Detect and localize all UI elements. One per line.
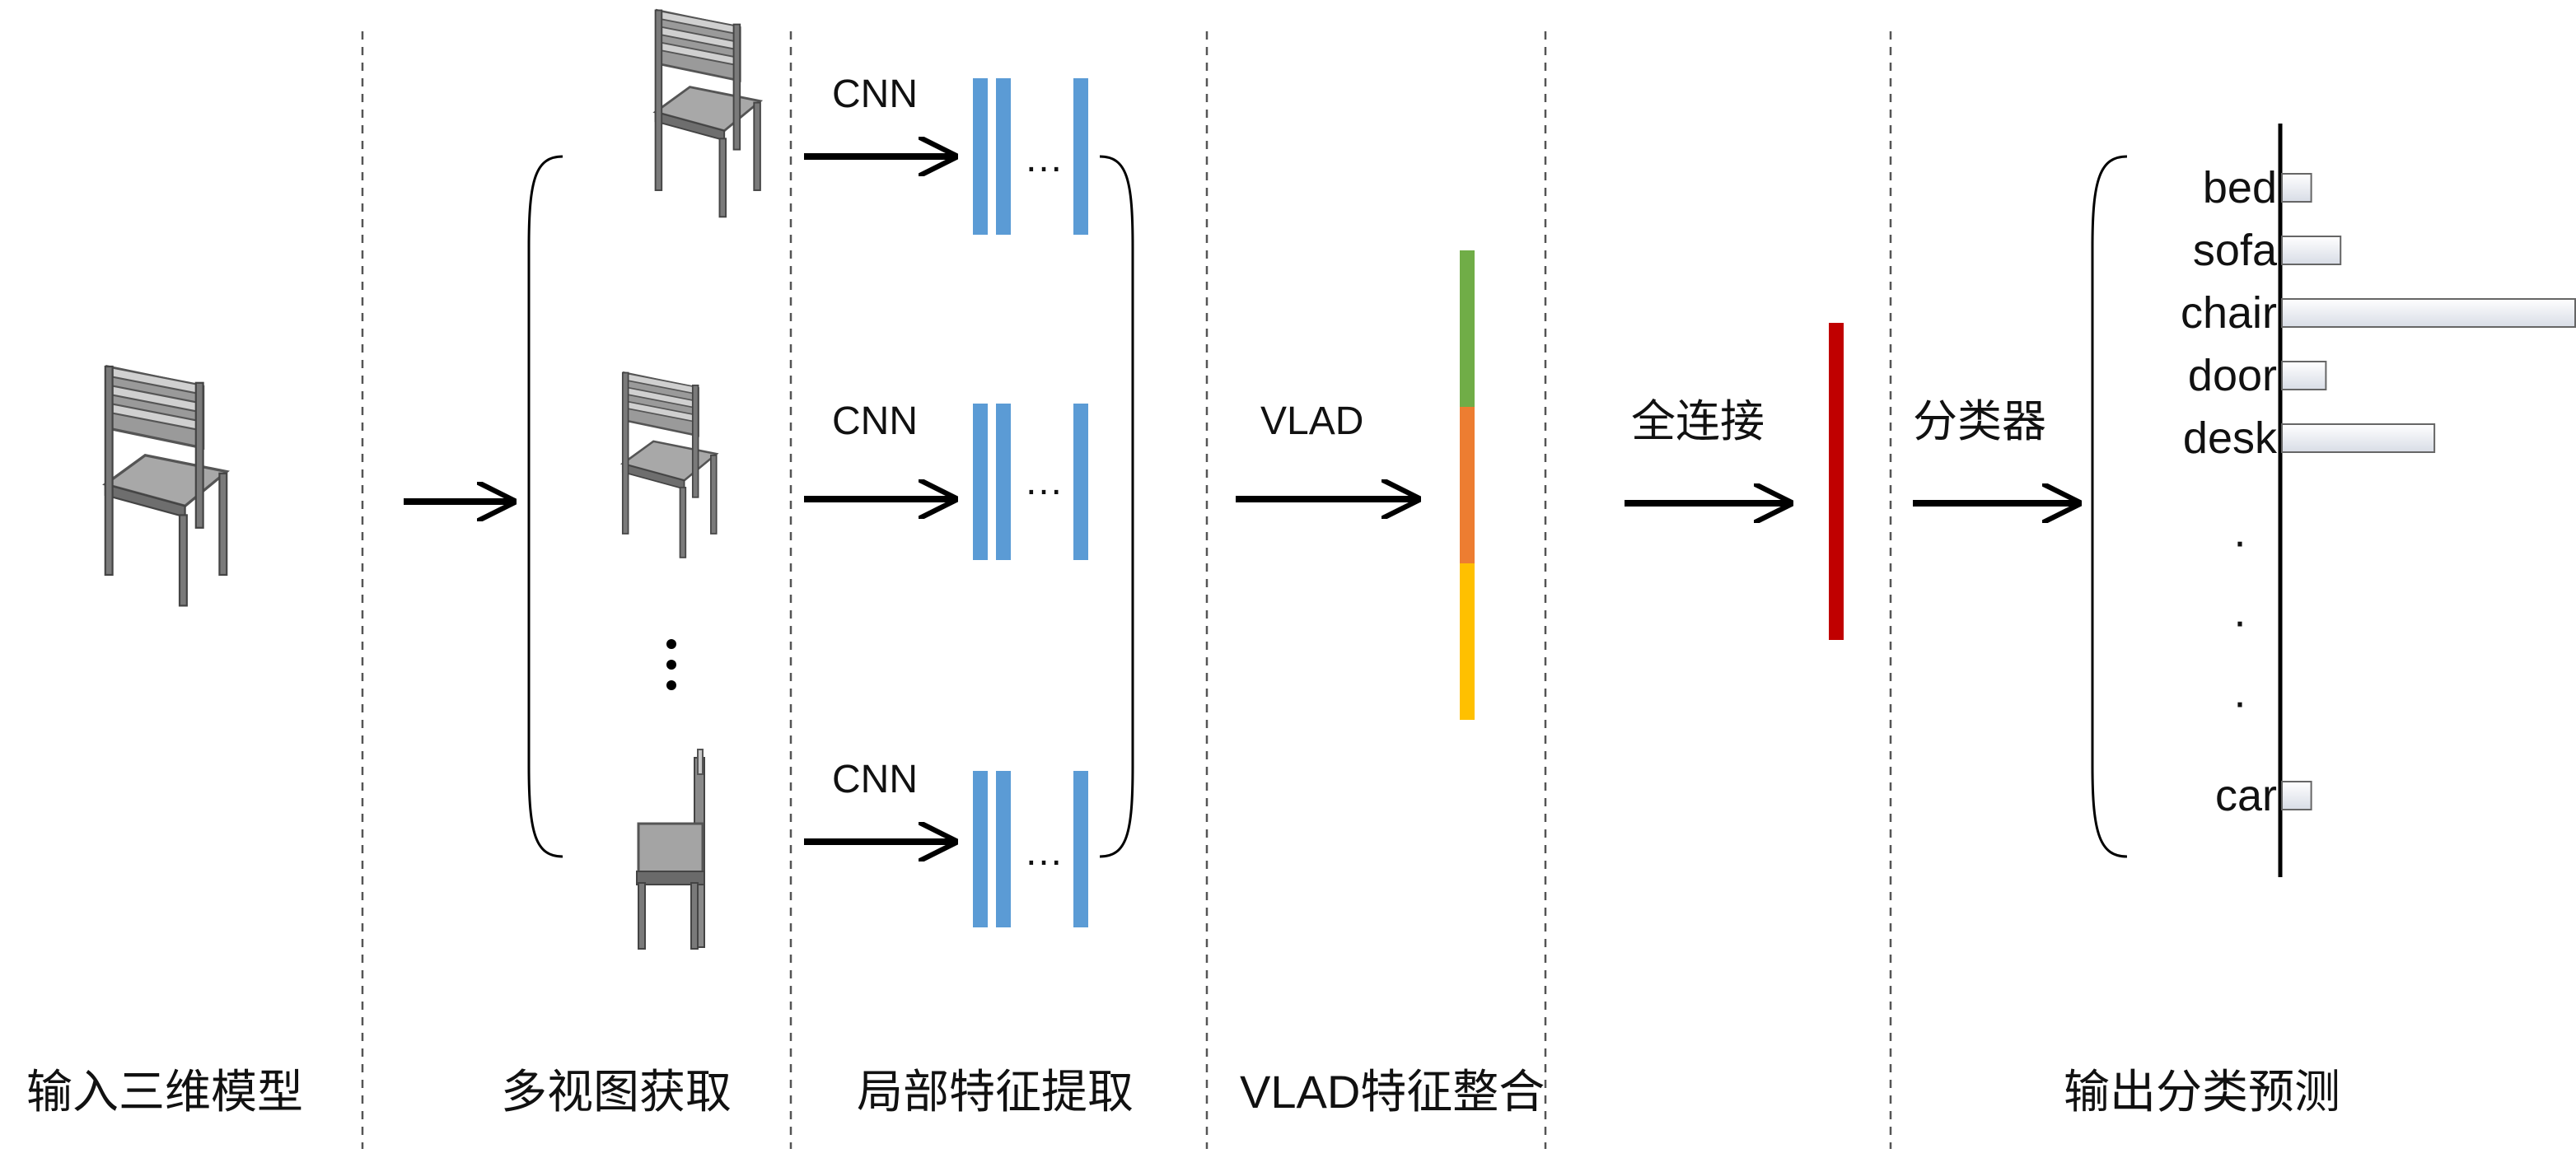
stage-dividers bbox=[361, 31, 1892, 1149]
classification-chart: · · · bed sofa chair door desk car bbox=[2181, 124, 2576, 877]
features-right-brace bbox=[1099, 155, 1134, 858]
view-chair-1 bbox=[654, 9, 762, 218]
cnn-label-3: CNN bbox=[832, 758, 918, 801]
class-label-desk: desk bbox=[2183, 413, 2278, 463]
class-bar-chair bbox=[2281, 298, 2576, 328]
input-chair-model bbox=[104, 365, 228, 608]
class-label-door: door bbox=[2188, 351, 2277, 400]
rendered-views bbox=[621, 9, 762, 950]
view-chair-2 bbox=[621, 371, 718, 559]
class-label-chair: chair bbox=[2181, 288, 2277, 338]
vlad-label: VLAD bbox=[1260, 399, 1363, 443]
feature-map-group-1: … bbox=[973, 78, 1088, 235]
stage-label-input: 输入三维模型 bbox=[26, 1066, 303, 1118]
feature-map-bar bbox=[1073, 404, 1088, 560]
class-bar-door bbox=[2281, 361, 2327, 390]
vlad-segment-yellow bbox=[1460, 563, 1475, 720]
view-chair-3 bbox=[635, 748, 706, 950]
views-vertical-ellipsis bbox=[666, 639, 676, 690]
cnn-label-2: CNN bbox=[832, 399, 918, 443]
stage-label-multiview: 多视图获取 bbox=[501, 1066, 732, 1118]
class-bar-car bbox=[2281, 781, 2312, 810]
class-label-bed: bed bbox=[2203, 163, 2277, 212]
feature-map-ellipsis: … bbox=[1024, 137, 1064, 180]
feature-map-bar bbox=[996, 404, 1011, 560]
feature-map-bar bbox=[973, 404, 988, 560]
feature-map-ellipsis: … bbox=[1024, 460, 1064, 503]
class-label-car: car bbox=[2215, 771, 2277, 820]
feature-map-bar bbox=[996, 771, 1011, 927]
feature-map-bar bbox=[1073, 771, 1088, 927]
cnn-label-1: CNN bbox=[832, 72, 918, 116]
feature-map-group-3: … bbox=[973, 771, 1088, 927]
feature-map-group-2: … bbox=[973, 404, 1088, 560]
feature-map-bar bbox=[973, 78, 988, 235]
class-bar-bed bbox=[2281, 173, 2312, 203]
stage-label-vlad-integration: VLAD特征整合 bbox=[1240, 1066, 1545, 1118]
feature-map-bar bbox=[1073, 78, 1088, 235]
feature-maps: … … … bbox=[973, 78, 1088, 927]
class-label-sofa: sofa bbox=[2193, 226, 2278, 275]
vlad-segment-orange bbox=[1460, 407, 1475, 563]
class-dot: · bbox=[2232, 516, 2247, 566]
class-dot: · bbox=[2232, 677, 2247, 726]
class-bar-sofa bbox=[2281, 236, 2342, 265]
class-dot: · bbox=[2232, 596, 2247, 646]
feature-map-bar bbox=[973, 771, 988, 927]
fully-connected-label: 全连接 bbox=[1631, 397, 1765, 446]
feature-map-ellipsis: … bbox=[1024, 830, 1064, 874]
feature-map-bar bbox=[996, 78, 1011, 235]
fc-vector bbox=[1829, 323, 1844, 640]
stage-label-output: 输出分类预测 bbox=[2064, 1066, 2340, 1118]
vlad-vector bbox=[1460, 250, 1475, 720]
class-vertical-dots: · · · bbox=[2232, 516, 2247, 726]
arrows bbox=[404, 156, 2078, 842]
vlad-segment-green bbox=[1460, 250, 1475, 407]
views-left-brace bbox=[527, 155, 563, 858]
class-bar-desk bbox=[2281, 423, 2436, 453]
classes-left-brace bbox=[2091, 155, 2128, 858]
stage-label-local-features: 局部特征提取 bbox=[857, 1066, 1134, 1118]
classifier-label: 分类器 bbox=[1913, 397, 2046, 446]
